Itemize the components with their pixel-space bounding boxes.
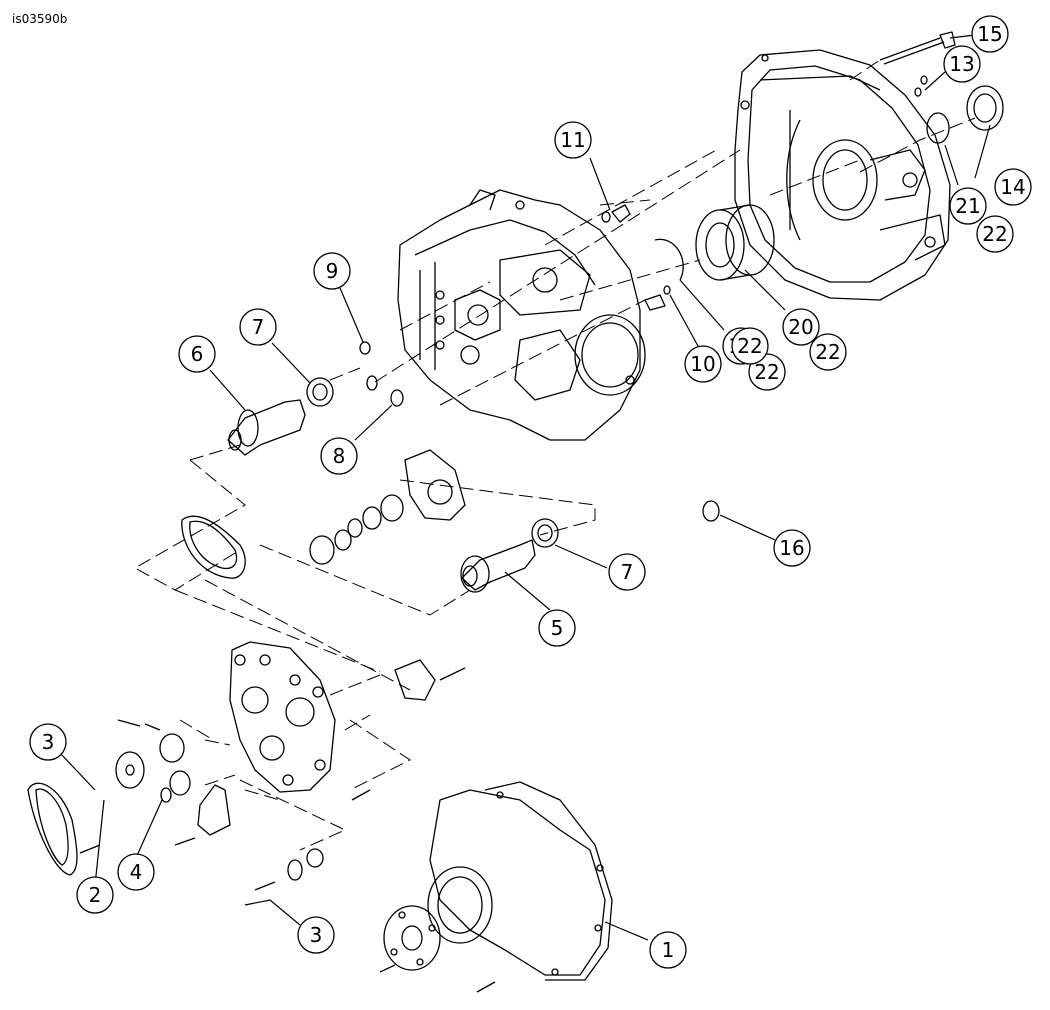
crankcase-housing bbox=[397, 189, 646, 441]
callout-label: 7 bbox=[252, 315, 265, 339]
dowel-pin bbox=[644, 294, 666, 311]
cam-flange bbox=[383, 905, 441, 971]
callout-label: 22 bbox=[754, 360, 779, 384]
callout-label: 8 bbox=[333, 444, 346, 468]
callout-7: 7 bbox=[239, 308, 277, 346]
camshaft-6 bbox=[227, 399, 306, 456]
cam-bearing-7-lower bbox=[531, 518, 559, 548]
callout-label: 6 bbox=[191, 342, 204, 366]
bolt bbox=[379, 964, 396, 973]
o-ring-8 bbox=[390, 389, 404, 407]
callout-7: 7 bbox=[608, 553, 646, 591]
spring bbox=[117, 719, 141, 727]
retaining-ring-12 bbox=[654, 238, 684, 281]
sprocket-large bbox=[115, 751, 145, 789]
leader-lines bbox=[59, 34, 991, 941]
callout-4: 4 bbox=[117, 853, 155, 891]
figure-id: is03590b bbox=[12, 12, 68, 26]
o-ring-9 bbox=[359, 341, 371, 355]
callout-label: 21 bbox=[955, 194, 980, 218]
callout-14: 14 bbox=[994, 168, 1032, 206]
seal-21 bbox=[926, 112, 950, 144]
callout-label: 22 bbox=[737, 334, 762, 358]
callout-22: 22 bbox=[809, 333, 847, 371]
cam-support-plate bbox=[229, 641, 336, 793]
cam-cover bbox=[427, 781, 613, 981]
callout-label: 1 bbox=[662, 938, 675, 962]
assembly-lines bbox=[133, 59, 976, 851]
sprocket-small bbox=[287, 848, 324, 881]
callout-3: 3 bbox=[29, 723, 67, 761]
cam-chain-upper bbox=[181, 515, 246, 579]
bolt bbox=[439, 667, 466, 681]
callout-21: 21 bbox=[949, 187, 987, 225]
o-ring-16 bbox=[702, 500, 720, 522]
bearing-stack bbox=[309, 494, 404, 565]
callout-22: 22 bbox=[976, 215, 1014, 253]
cam-bearing-7-upper bbox=[306, 377, 334, 407]
callout-label: 14 bbox=[1000, 175, 1025, 199]
o-ring-small bbox=[366, 375, 378, 391]
callout-label: 3 bbox=[42, 730, 55, 754]
callout-label: 15 bbox=[977, 22, 1002, 46]
camshaft-5 bbox=[460, 539, 536, 593]
callout-10: 10 bbox=[684, 345, 722, 383]
callout-9: 9 bbox=[313, 252, 351, 290]
callout-label: 2 bbox=[89, 883, 102, 907]
callout-3: 3 bbox=[297, 916, 335, 954]
o-ring-4 bbox=[160, 787, 172, 803]
chain-tensioner-upper bbox=[394, 659, 436, 701]
callout-22: 22 bbox=[731, 327, 769, 365]
thrust-washer bbox=[159, 733, 185, 763]
callout-label: 11 bbox=[560, 128, 585, 152]
callout-label: 20 bbox=[788, 315, 813, 339]
bolt-15 bbox=[879, 37, 945, 65]
callout-22: 22 bbox=[748, 353, 786, 391]
chain-tensioner-lower bbox=[197, 784, 231, 836]
outer-crankcase-cover bbox=[734, 49, 951, 301]
cam-bearing-block bbox=[404, 449, 466, 521]
callout-11: 11 bbox=[554, 121, 592, 159]
callout-13: 13 bbox=[943, 45, 981, 83]
callout-label: 4 bbox=[130, 860, 143, 884]
cam-chain-lower bbox=[27, 782, 78, 876]
callout-label: 10 bbox=[690, 352, 715, 376]
callout-label: 3 bbox=[310, 923, 323, 947]
callout-label: 7 bbox=[621, 560, 634, 584]
callout-5: 5 bbox=[538, 609, 576, 647]
callout-label: 9 bbox=[326, 259, 339, 283]
callout-label: 22 bbox=[815, 340, 840, 364]
callout-1: 1 bbox=[649, 931, 687, 969]
callout-15: 15 bbox=[971, 15, 1009, 53]
callout-16: 16 bbox=[773, 529, 811, 567]
callout-6: 6 bbox=[178, 335, 216, 373]
bolt bbox=[174, 837, 196, 846]
bolt bbox=[351, 789, 371, 801]
bolt bbox=[476, 981, 496, 993]
oil-seal-14 bbox=[966, 85, 1004, 131]
callout-label: 22 bbox=[982, 222, 1007, 246]
o-ring-10 bbox=[663, 285, 671, 295]
bolt bbox=[254, 881, 276, 891]
callout-2: 2 bbox=[76, 876, 114, 914]
callout-label: 16 bbox=[779, 536, 804, 560]
callout-20: 20 bbox=[782, 308, 820, 346]
crank-bearing-20 bbox=[695, 204, 775, 281]
bolt bbox=[79, 844, 101, 854]
plug-13 bbox=[914, 87, 922, 97]
callout-label: 13 bbox=[949, 52, 974, 76]
callout-label: 5 bbox=[551, 616, 564, 640]
callout-8: 8 bbox=[320, 437, 358, 475]
o-ring-11 bbox=[601, 211, 611, 223]
